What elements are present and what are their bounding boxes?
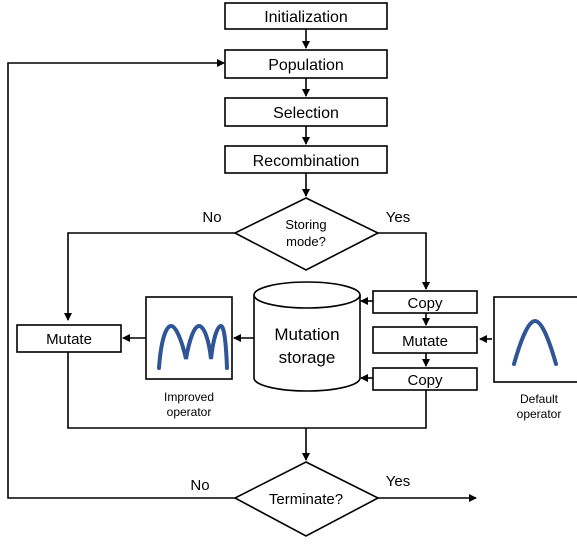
storing-mode-line2: mode? [286,234,326,249]
terminate-no-label: No [190,477,209,494]
copy-top-step: Copy [372,290,478,314]
mutate-left-label: Mutate [46,331,92,348]
default-operator-curve-icon [512,318,558,366]
improved-operator-curve-icon [157,323,229,370]
connectors [7,29,492,502]
arrow-storing-no [64,232,235,321]
copy-bottom-step: Copy [372,367,478,391]
storing-mode-line1: Storing [285,217,326,232]
mutation-storage-line1: Mutation [274,325,339,344]
initialization-step: Initialization [224,2,388,30]
improved-operator [145,296,233,380]
line-mutate-merge [67,352,306,429]
terminate-label: Terminate? [269,491,343,508]
arrow-storing-yes [378,232,430,290]
population-step: Population [224,49,388,79]
improved-operator-line1: Improved [164,390,214,404]
storing-no-label: No [202,209,221,226]
copy-top-label: Copy [407,295,443,312]
mutation-storage: Mutation storage [253,281,361,392]
storing-mode-decision: Storing mode? [233,197,380,271]
selection-step: Selection [224,97,388,127]
copy-bottom-label: Copy [407,372,443,389]
terminate-yes-label: Yes [386,473,410,490]
default-operator [493,296,577,383]
terminate-decision: Terminate? [233,461,380,537]
mutate-left-step: Mutate [16,324,122,353]
mutate-right-step: Mutate [372,326,478,354]
storing-yes-label: Yes [386,209,410,226]
population-label: Population [268,57,344,74]
line-copy-merge [306,390,427,429]
arrow-terminate-no-loop [7,59,235,499]
initialization-label: Initialization [264,9,348,26]
default-operator-line1: Default [520,392,559,406]
default-operator-line2: operator [517,407,562,421]
mutation-storage-line2: storage [279,348,336,367]
recombination-label: Recombination [253,153,360,170]
recombination-step: Recombination [224,145,388,174]
improved-operator-line2: operator [167,405,212,419]
selection-label: Selection [273,105,339,122]
mutate-right-label: Mutate [402,333,448,350]
